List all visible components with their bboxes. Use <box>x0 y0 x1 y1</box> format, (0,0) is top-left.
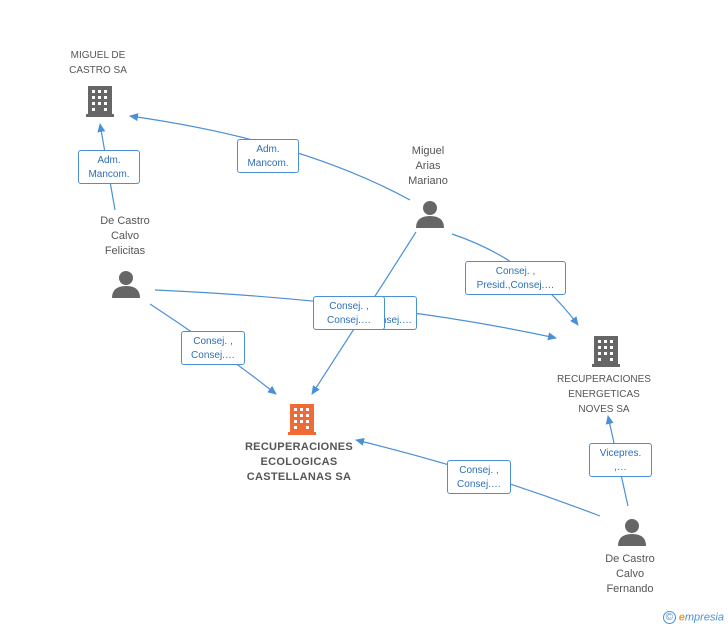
node-label-miguel-arias[interactable]: Miguel Arias Mariano <box>408 145 448 187</box>
relation-label-arias-miguel-castro-sa[interactable]: Adm. Mancom. <box>237 139 299 173</box>
relation-label-felicitas-miguel-castro-sa[interactable]: Adm. Mancom. <box>78 150 140 184</box>
person-icon <box>416 201 444 228</box>
node-label-castro-fernando[interactable]: De Castro Calvo Fernando <box>605 553 655 595</box>
building-icon <box>86 86 114 117</box>
building-icon <box>592 336 620 367</box>
relation-label-felicitas-ecologicas[interactable]: Consej. , Consej.… <box>181 331 245 365</box>
relation-label-arias-ecologicas[interactable]: Consej. , Consej.… <box>313 296 385 330</box>
footer-brand: ©empresia <box>662 611 724 624</box>
brand-logo[interactable]: empresia <box>678 611 724 624</box>
person-icon <box>618 519 646 546</box>
copyright-icon: © <box>662 611 676 624</box>
node-label-miguel-castro-sa[interactable]: MIGUEL DE CASTRO SA <box>69 50 127 76</box>
person-icon <box>112 271 140 298</box>
relation-label-fernando-ecologicas[interactable]: Consej. , Consej.… <box>447 460 511 494</box>
node-label-recup-ecologicas[interactable]: RECUPERACIONES ECOLOGICAS CASTELLANAS SA <box>244 441 354 483</box>
node-label-castro-felicitas[interactable]: De Castro Calvo Felicitas <box>100 215 150 257</box>
building-icon-main <box>288 404 316 435</box>
relation-label-arias-energeticas[interactable]: Consej. , Presid.,Consej.… <box>465 261 566 295</box>
relation-label-fernando-energeticas[interactable]: Vicepres. ,… <box>589 443 652 477</box>
node-label-recup-energeticas[interactable]: RECUPERACIONES ENERGETICAS NOVES SA <box>557 374 651 415</box>
